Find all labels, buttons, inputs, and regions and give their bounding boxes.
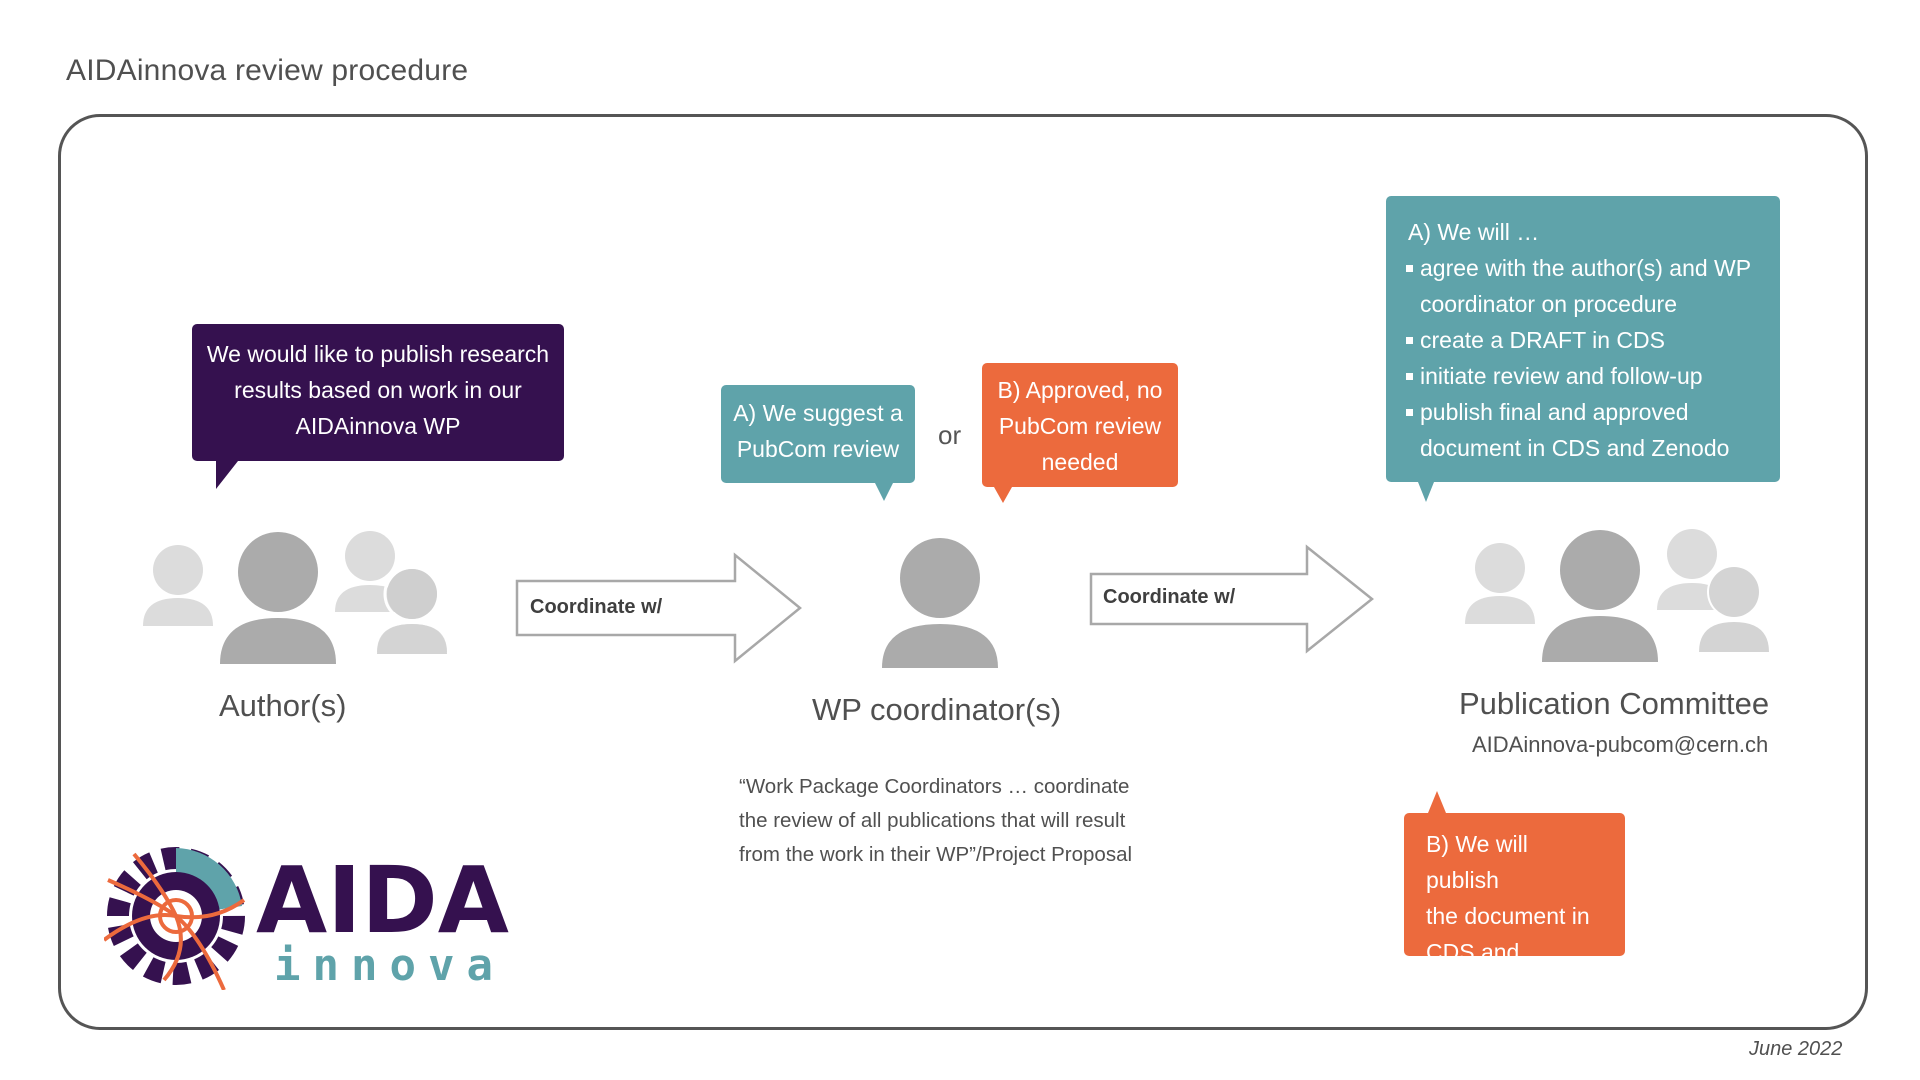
- pubcom-group-icon: [1465, 529, 1769, 662]
- authors-group-icon: [143, 531, 447, 664]
- suggest-bubble-line: PubCom review: [736, 436, 900, 462]
- suggest-bubble-line: A) We suggest a: [733, 400, 903, 426]
- coordinate-arrow-2-label: Coordinate w/: [1103, 586, 1236, 608]
- aidainnova-logo: AIDA innova: [104, 847, 509, 990]
- approved-bubble-line: PubCom review: [998, 413, 1162, 439]
- list-item-line: publish final and approved: [1420, 399, 1689, 425]
- list-item-line: agree with the author(s) and WP: [1420, 255, 1752, 281]
- quote-line: from the work in their WP”/Project Propo…: [739, 843, 1133, 866]
- list-item-line: document in CDS and Zenodo: [1420, 435, 1730, 461]
- quote-line: “Work Package Coordinators … coordinate: [739, 775, 1130, 798]
- author-bubble-line: AIDAinnova WP: [295, 413, 461, 439]
- list-item: publish final and approved document in C…: [1404, 394, 1762, 466]
- pubcom-bubble-list: agree with the author(s) and WP coordina…: [1404, 250, 1762, 466]
- authors-label: Author(s): [219, 688, 347, 723]
- bubble-tail: [216, 461, 238, 489]
- wp-suggest-bubble: A) We suggest a PubCom review: [721, 385, 915, 501]
- author-bubble-line: results based on work in our: [234, 377, 522, 403]
- pubcom-publish-bubble: B) We will publish the document in CDS a…: [1404, 791, 1625, 1001]
- logo-word-aida: AIDA: [256, 847, 509, 954]
- wp-coordinator-icon: [882, 538, 998, 668]
- or-label: or: [938, 420, 962, 450]
- publish-bubble-line: CDS and Zenodo: [1426, 939, 1520, 1001]
- publish-bubble-line: B) We will publish: [1426, 831, 1528, 893]
- publish-bubble-line: the document in: [1426, 903, 1590, 929]
- author-bubble-line: We would like to publish research: [206, 341, 550, 367]
- pubcom-bubble-heading: A) We will …: [1408, 219, 1540, 245]
- coordinate-arrow-1: [515, 552, 802, 664]
- gear-icon: [104, 847, 246, 990]
- pubcom-plan-bubble: A) We will … agree with the author(s) an…: [1386, 196, 1780, 502]
- list-item-line: create a DRAFT in CDS: [1420, 327, 1665, 353]
- date-label: June 2022: [1749, 1038, 1843, 1060]
- list-item: create a DRAFT in CDS: [1404, 322, 1762, 358]
- bubble-tail: [875, 483, 893, 501]
- coordinate-arrow-2: [1089, 544, 1375, 654]
- bubble-tail: [1428, 791, 1446, 813]
- pubcom-email: AIDAinnova-pubcom@cern.ch: [1472, 732, 1769, 757]
- approved-bubble-line: B) Approved, no: [997, 377, 1163, 403]
- author-speech-bubble: We would like to publish research result…: [192, 324, 564, 489]
- wp-coordinator-label: WP coordinator(s): [812, 692, 1062, 727]
- bubble-tail: [1418, 482, 1434, 502]
- logo-word-innova: innova: [274, 940, 505, 990]
- wp-approved-bubble: B) Approved, no PubCom review needed: [982, 363, 1178, 503]
- approved-bubble-line: needed: [1041, 449, 1119, 475]
- list-item: initiate review and follow-up: [1404, 358, 1762, 394]
- bubble-tail: [994, 487, 1012, 503]
- list-item-line: initiate review and follow-up: [1420, 363, 1703, 389]
- quote-line: the review of all publications that will…: [739, 809, 1126, 832]
- list-item-line: coordinator on procedure: [1420, 291, 1677, 317]
- pubcom-label: Publication Committee: [1459, 686, 1770, 721]
- project-proposal-quote: “Work Package Coordinators … coordinate …: [739, 770, 1209, 872]
- list-item: agree with the author(s) and WP coordina…: [1404, 250, 1762, 322]
- diagram-frame: [58, 114, 1868, 1030]
- page-title: AIDAinnova review procedure: [66, 54, 469, 87]
- coordinate-arrow-1-label: Coordinate w/: [530, 596, 663, 618]
